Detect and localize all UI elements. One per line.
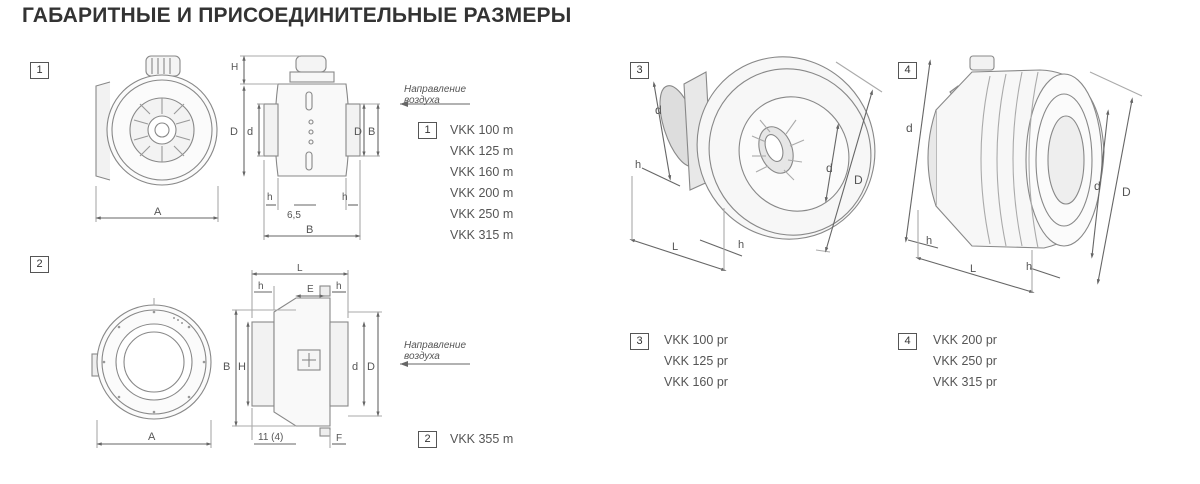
dim-label: D <box>230 126 238 138</box>
model-item: VKK 200 pr <box>933 333 997 347</box>
dim-label: d <box>247 126 253 138</box>
figure-1-badge: 1 <box>30 62 49 79</box>
fig3-isometric-view <box>629 56 883 271</box>
dim-label: E <box>307 284 314 295</box>
dim-label: L <box>672 241 678 253</box>
dim-label: h <box>635 159 641 171</box>
dim-label: h <box>926 235 932 247</box>
airflow-direction-label-1: Направление воздуха <box>404 84 467 106</box>
fig1-side-view <box>240 55 470 240</box>
dim-label: d <box>655 103 662 117</box>
model-item: VKK 315 pr <box>933 375 997 389</box>
dim-label: H <box>238 361 246 373</box>
dim-label: d <box>352 361 358 373</box>
page-title: ГАБАРИТНЫЕ И ПРИСОЕДИНИТЕЛЬНЫЕ РАЗМЕРЫ <box>22 4 572 27</box>
dim-label: L <box>297 263 303 274</box>
model-item: VKK 100 pr <box>664 333 728 347</box>
legend-4-models: VKK 200 pr VKK 250 pr VKK 315 pr <box>933 330 997 393</box>
fig4-isometric-view <box>904 55 1143 293</box>
dim-label: d <box>826 161 833 175</box>
model-item: VKK 125 m <box>450 144 514 158</box>
legend-4-badge: 4 <box>898 333 917 350</box>
dim-label: h <box>258 281 264 292</box>
dim-label: h <box>342 192 348 203</box>
dim-label: D <box>367 361 375 373</box>
dim-label: D <box>354 126 362 138</box>
legend-2-badge: 2 <box>418 431 437 448</box>
fig2-side-view <box>232 270 470 448</box>
model-item: VKK 315 m <box>450 228 514 242</box>
dim-label: A <box>148 431 156 443</box>
model-item: VKK 250 pr <box>933 354 997 368</box>
model-item: VKK 250 m <box>450 207 514 221</box>
dim-label: F <box>336 433 342 444</box>
model-item: VKK 200 m <box>450 186 514 200</box>
dim-label: h <box>738 239 744 251</box>
dim-label: B <box>223 361 230 373</box>
figure-2-badge: 2 <box>30 256 49 273</box>
dim-label: D <box>1122 185 1131 199</box>
fig2-front-view <box>91 298 212 448</box>
fig1-front-view <box>95 55 219 222</box>
dim-label: d <box>1094 179 1101 193</box>
legend-1-badge: 1 <box>418 122 437 139</box>
dim-label: H <box>231 62 238 73</box>
dim-label: 6,5 <box>287 210 301 221</box>
dim-label: h <box>336 281 342 292</box>
model-item: VKK 355 m <box>450 432 514 446</box>
dim-label: B <box>368 126 375 138</box>
legend-1-models: VKK 100 m VKK 125 m VKK 160 m VKK 200 m … <box>450 120 513 246</box>
model-item: VKK 160 pr <box>664 375 728 389</box>
model-item: VKK 125 pr <box>664 354 728 368</box>
dim-label: B <box>306 224 313 236</box>
dim-label: L <box>970 263 976 275</box>
dim-label: A <box>154 206 162 218</box>
dim-label: d <box>906 121 913 135</box>
dim-label: 11 (4) <box>258 432 283 443</box>
figure-3-badge: 3 <box>630 62 649 79</box>
dim-label: h <box>1026 261 1032 273</box>
legend-2-models: VKK 355 m <box>450 429 513 450</box>
model-item: VKK 160 m <box>450 165 514 179</box>
dim-label: D <box>854 173 863 187</box>
model-item: VKK 100 m <box>450 123 514 137</box>
legend-3-models: VKK 100 pr VKK 125 pr VKK 160 pr <box>664 330 728 393</box>
dim-label: h <box>267 192 273 203</box>
airflow-direction-label-2: Направление воздуха <box>404 340 467 362</box>
legend-3-badge: 3 <box>630 333 649 350</box>
